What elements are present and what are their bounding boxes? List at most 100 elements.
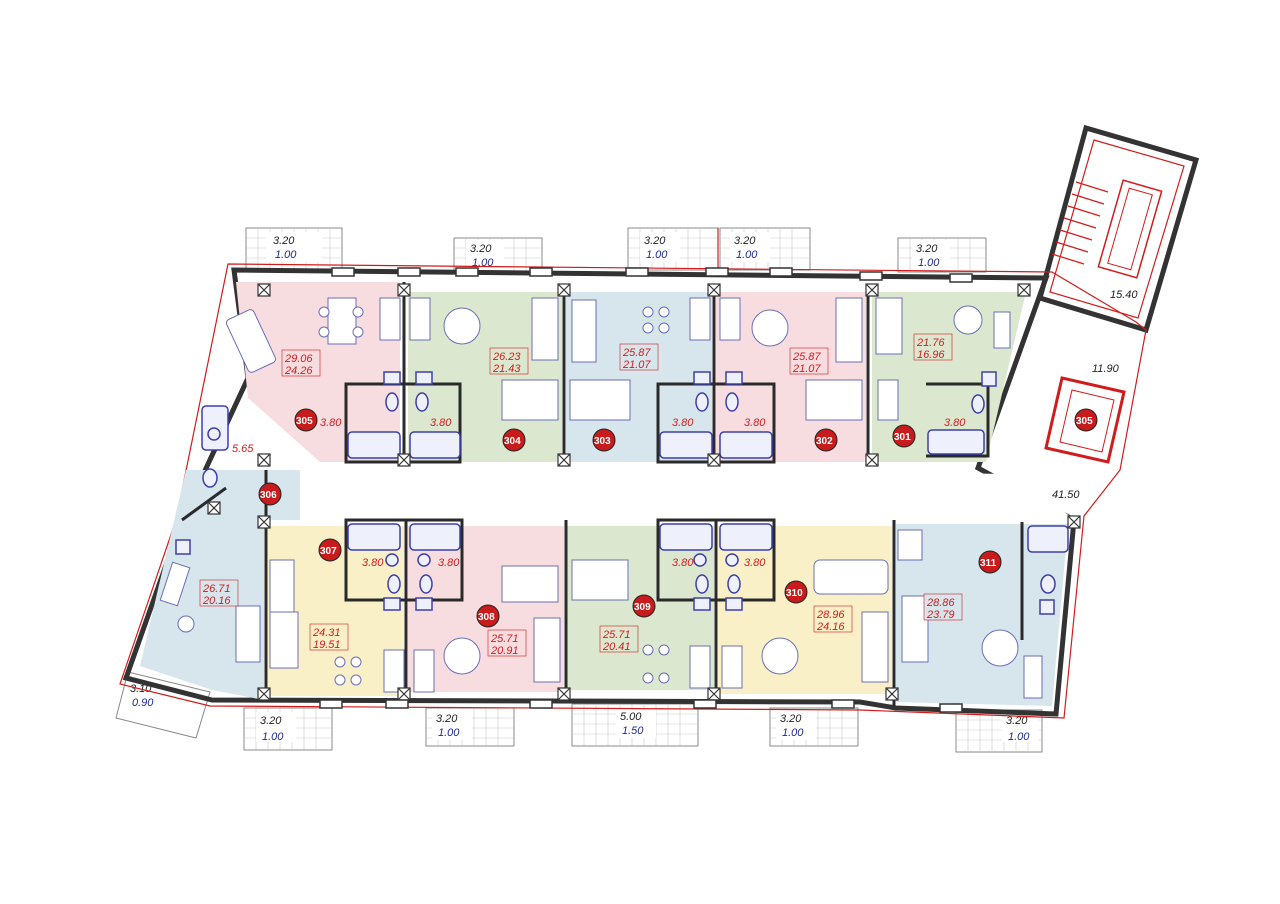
- balcony-length: 3.20: [644, 235, 666, 247]
- balcony-area: 1.00: [275, 249, 297, 261]
- balcony-length: 3.20: [916, 243, 938, 255]
- svg-text:20.16: 20.16: [202, 595, 231, 607]
- badge-310: 310: [784, 580, 808, 604]
- balcony-length: 3.20: [436, 713, 458, 725]
- apartment-310-areas: 28.96 24.16 3.80: [744, 557, 853, 633]
- badge-309: 309: [632, 594, 656, 618]
- apartment-306-areas: 26.71 20.16 5.65: [199, 443, 254, 607]
- balcony-bottom-4: 5.00 1.50: [571, 703, 699, 747]
- apartment-303-areas: 25.87 21.07 3.80: [619, 343, 694, 429]
- balcony-bottom-5: 3.20 1.00: [769, 707, 859, 747]
- svg-text:3.80: 3.80: [438, 557, 460, 569]
- svg-text:3.80: 3.80: [744, 417, 766, 429]
- svg-text:303: 303: [594, 436, 611, 447]
- balcony-area: 1.00: [646, 249, 668, 261]
- balcony-area: 0.90: [132, 697, 154, 709]
- badge-311: 311: [978, 550, 1002, 574]
- balcony-bottom-3: 3.20 1.00: [425, 707, 515, 747]
- balcony-top-1: 3.20 1.00: [245, 227, 343, 271]
- svg-text:306: 306: [260, 490, 277, 501]
- svg-text:3.80: 3.80: [320, 417, 342, 429]
- svg-text:301: 301: [894, 432, 911, 443]
- svg-text:3.80: 3.80: [672, 417, 694, 429]
- balcony-area: 1.50: [622, 725, 644, 737]
- balcony-length: 3.20: [273, 235, 295, 247]
- svg-text:25.71: 25.71: [490, 633, 519, 645]
- svg-text:21.43: 21.43: [492, 363, 521, 375]
- apartment-304-areas: 26.23 21.43 3.80: [430, 347, 529, 429]
- apartment-311-areas: 28.86 23.79: [923, 593, 963, 621]
- windows: [319, 267, 973, 713]
- svg-text:307: 307: [320, 546, 337, 557]
- svg-text:25.87: 25.87: [792, 351, 821, 363]
- balcony-length: 3.20: [1006, 715, 1028, 727]
- svg-text:24.31: 24.31: [312, 627, 341, 639]
- badge-302: 302: [814, 428, 838, 452]
- svg-text:305: 305: [296, 416, 313, 427]
- svg-text:25.71: 25.71: [602, 629, 631, 641]
- svg-text:25.87: 25.87: [622, 347, 651, 359]
- bathroom-fixtures: [175, 371, 1069, 615]
- svg-text:5.65: 5.65: [232, 443, 254, 455]
- corridor-area: 41.50: [1052, 489, 1080, 501]
- apartment-badges: 305 304 303 302 301 306 307 308 309 310 …: [258, 408, 1002, 628]
- apartment-305-areas: 29.06 24.26 3.80: [281, 349, 342, 429]
- balcony-area: 1.00: [472, 257, 494, 269]
- svg-text:304: 304: [504, 436, 521, 447]
- svg-text:29.06: 29.06: [284, 353, 313, 365]
- badge-304: 304: [502, 428, 526, 452]
- svg-text:308: 308: [478, 612, 495, 623]
- apartment-302-areas: 25.87 21.07 3.80: [744, 347, 829, 429]
- stairwell: 15.40: [1036, 124, 1200, 334]
- apartment-301-areas: 21.76 16.96 3.80: [913, 333, 966, 429]
- svg-text:310: 310: [786, 588, 803, 599]
- svg-text:311: 311: [980, 558, 997, 569]
- svg-text:24.16: 24.16: [816, 621, 845, 633]
- svg-text:16.96: 16.96: [917, 349, 945, 361]
- svg-text:309: 309: [634, 602, 651, 613]
- svg-text:24.26: 24.26: [284, 365, 313, 377]
- structural-columns: [207, 283, 1081, 701]
- interior-walls: [181, 282, 1024, 706]
- svg-text:3.80: 3.80: [672, 557, 694, 569]
- svg-text:28.86: 28.86: [926, 597, 955, 609]
- svg-text:19.51: 19.51: [313, 639, 341, 651]
- balcony-length: 3.20: [780, 713, 802, 725]
- corridor: [248, 466, 1074, 522]
- badge-301: 301: [892, 424, 916, 448]
- svg-text:3.80: 3.80: [944, 417, 966, 429]
- svg-text:20.91: 20.91: [490, 645, 519, 657]
- lift: 305 11.90: [1044, 363, 1126, 464]
- balcony-area: 1.00: [918, 257, 940, 269]
- lift-area: 11.90: [1092, 363, 1120, 375]
- badge-307: 307: [318, 538, 342, 562]
- svg-text:3.80: 3.80: [744, 557, 766, 569]
- svg-text:21.76: 21.76: [916, 337, 945, 349]
- apartment-307-areas: 24.31 19.51 3.80: [309, 557, 384, 651]
- balcony-top-3: 3.20 1.00: [627, 227, 719, 271]
- balcony-area: 1.00: [438, 727, 460, 739]
- apartment-308-areas: 25.71 20.91 3.80: [438, 557, 527, 657]
- balcony-area: 1.00: [736, 249, 758, 261]
- svg-text:26.23: 26.23: [492, 351, 521, 363]
- apartment-309-areas: 25.71 20.41 3.80: [599, 557, 694, 653]
- balcony-length: 3.20: [260, 715, 282, 727]
- balcony-length: 3.20: [734, 235, 756, 247]
- svg-text:26.71: 26.71: [202, 583, 231, 595]
- badge-306: 306: [258, 482, 282, 506]
- svg-text:302: 302: [816, 436, 833, 447]
- stair-area: 15.40: [1110, 289, 1138, 301]
- balcony-top-4: 3.20 1.00: [717, 227, 811, 271]
- badge-305: 305: [294, 408, 318, 432]
- svg-text:21.07: 21.07: [792, 363, 821, 375]
- svg-text:3.80: 3.80: [362, 557, 384, 569]
- badge-303: 303: [592, 428, 616, 452]
- furniture: [159, 297, 1043, 699]
- balcony-length: 3.20: [470, 243, 492, 255]
- balcony-area: 1.00: [782, 727, 804, 739]
- balcony-length: 5.00: [620, 711, 642, 723]
- svg-text:23.79: 23.79: [926, 609, 955, 621]
- badge-308: 308: [476, 604, 500, 628]
- balcony-area: 1.00: [1008, 731, 1030, 743]
